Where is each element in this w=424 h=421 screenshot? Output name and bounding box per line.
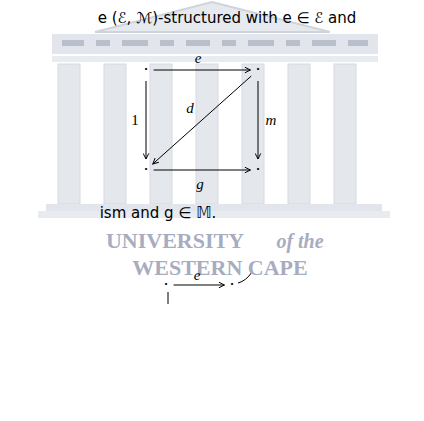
logo-frieze <box>62 40 368 46</box>
morphism-label: d <box>186 100 194 117</box>
morphism-arrow <box>154 170 251 171</box>
morphism-label: m <box>266 112 277 129</box>
watermark-text: of the <box>276 230 323 253</box>
logo-entablature <box>52 34 378 54</box>
object-dot: · <box>141 62 150 78</box>
morphism-label: 1 <box>131 112 139 129</box>
morphism-arrow <box>146 81 147 159</box>
logo-architrave <box>52 56 378 62</box>
watermark-text: WESTERN CAPE <box>132 255 307 281</box>
slide-text: ism and g ∈ 𝕄. <box>100 204 217 222</box>
dot-symbol: · <box>143 160 148 179</box>
morphism-arrow <box>154 70 251 71</box>
logo-columns <box>58 64 356 204</box>
slide-text: e (ℰ, ℳ)-structured with e ∈ ℰ and <box>98 9 357 27</box>
object-dot: · <box>253 62 262 78</box>
morphism-arrow <box>153 76 251 164</box>
dot-symbol: · <box>255 60 260 79</box>
watermark-text: UNIVERSITY <box>106 228 244 254</box>
dot-symbol: · <box>143 60 148 79</box>
object-dot: · <box>253 162 262 178</box>
morphism-label: g <box>196 176 204 193</box>
object-dot: · <box>141 162 150 178</box>
morphism-label: e <box>194 267 201 284</box>
dot-symbol: · <box>255 160 260 179</box>
morphism-label: e <box>195 50 202 67</box>
morphism-arrow <box>174 285 225 286</box>
morphism-arrow <box>258 81 259 159</box>
